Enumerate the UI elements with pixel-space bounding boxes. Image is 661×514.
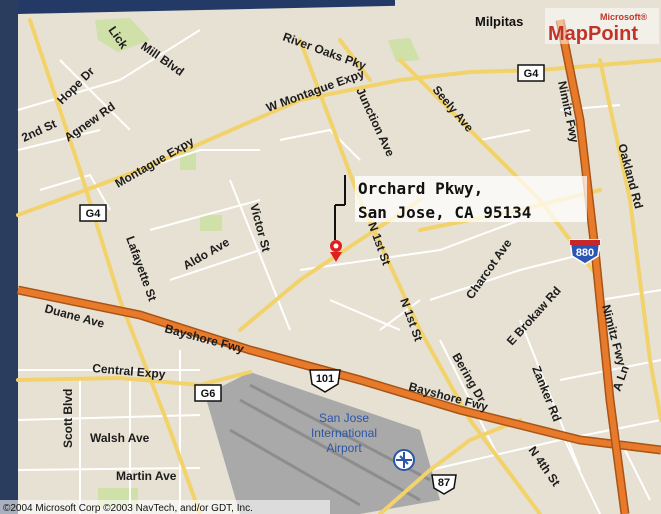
svg-text:G4: G4 — [86, 208, 102, 220]
freeway-101 — [17, 287, 661, 453]
shield-g4-left: G4 — [79, 204, 107, 222]
label-central-expy: Central Expy — [92, 361, 167, 381]
shield-g4-top: G4 — [517, 64, 545, 82]
local-streets — [17, 29, 661, 514]
svg-text:880: 880 — [576, 247, 594, 259]
callout-line1: Orchard Pkwy, — [358, 179, 483, 198]
shield-101: 101 — [309, 369, 341, 393]
callout-line2: San Jose, CA 95134 — [358, 203, 531, 222]
svg-text:©2004 Microsoft Corp ©2003 Nav: ©2004 Microsoft Corp ©2003 NavTech, and/… — [3, 503, 253, 514]
highways — [16, 18, 661, 514]
location-pin[interactable] — [330, 175, 346, 262]
airplane-icon — [393, 449, 415, 471]
label-walsh-ave: Walsh Ave — [90, 431, 150, 445]
label-martin-ave: Martin Ave — [116, 469, 177, 483]
label-scott-blvd: Scott Blvd — [61, 389, 75, 448]
svg-text:Microsoft®: Microsoft® — [600, 12, 648, 22]
svg-text:International: International — [311, 426, 377, 440]
left-imagery-strip — [0, 0, 18, 514]
shield-g6: G6 — [194, 384, 222, 402]
svg-text:San Jose: San Jose — [319, 411, 369, 425]
svg-text:Airport: Airport — [326, 441, 362, 455]
svg-text:87: 87 — [438, 477, 450, 489]
svg-text:MapPoint: MapPoint — [548, 23, 638, 45]
svg-text:101: 101 — [316, 373, 334, 385]
mappoint-logo: Microsoft® MapPoint — [545, 8, 659, 45]
svg-text:G4: G4 — [524, 68, 540, 80]
copyright-bar: ©2004 Microsoft Corp ©2003 NavTech, and/… — [0, 500, 330, 514]
city-label: Milpitas — [475, 14, 523, 29]
address-callout: Orchard Pkwy, San Jose, CA 95134 — [355, 176, 587, 222]
airport-label: San Jose International Airport — [311, 411, 377, 455]
svg-text:G6: G6 — [201, 388, 216, 400]
shield-880: 880 — [569, 239, 601, 265]
shield-87: 87 — [431, 474, 457, 495]
